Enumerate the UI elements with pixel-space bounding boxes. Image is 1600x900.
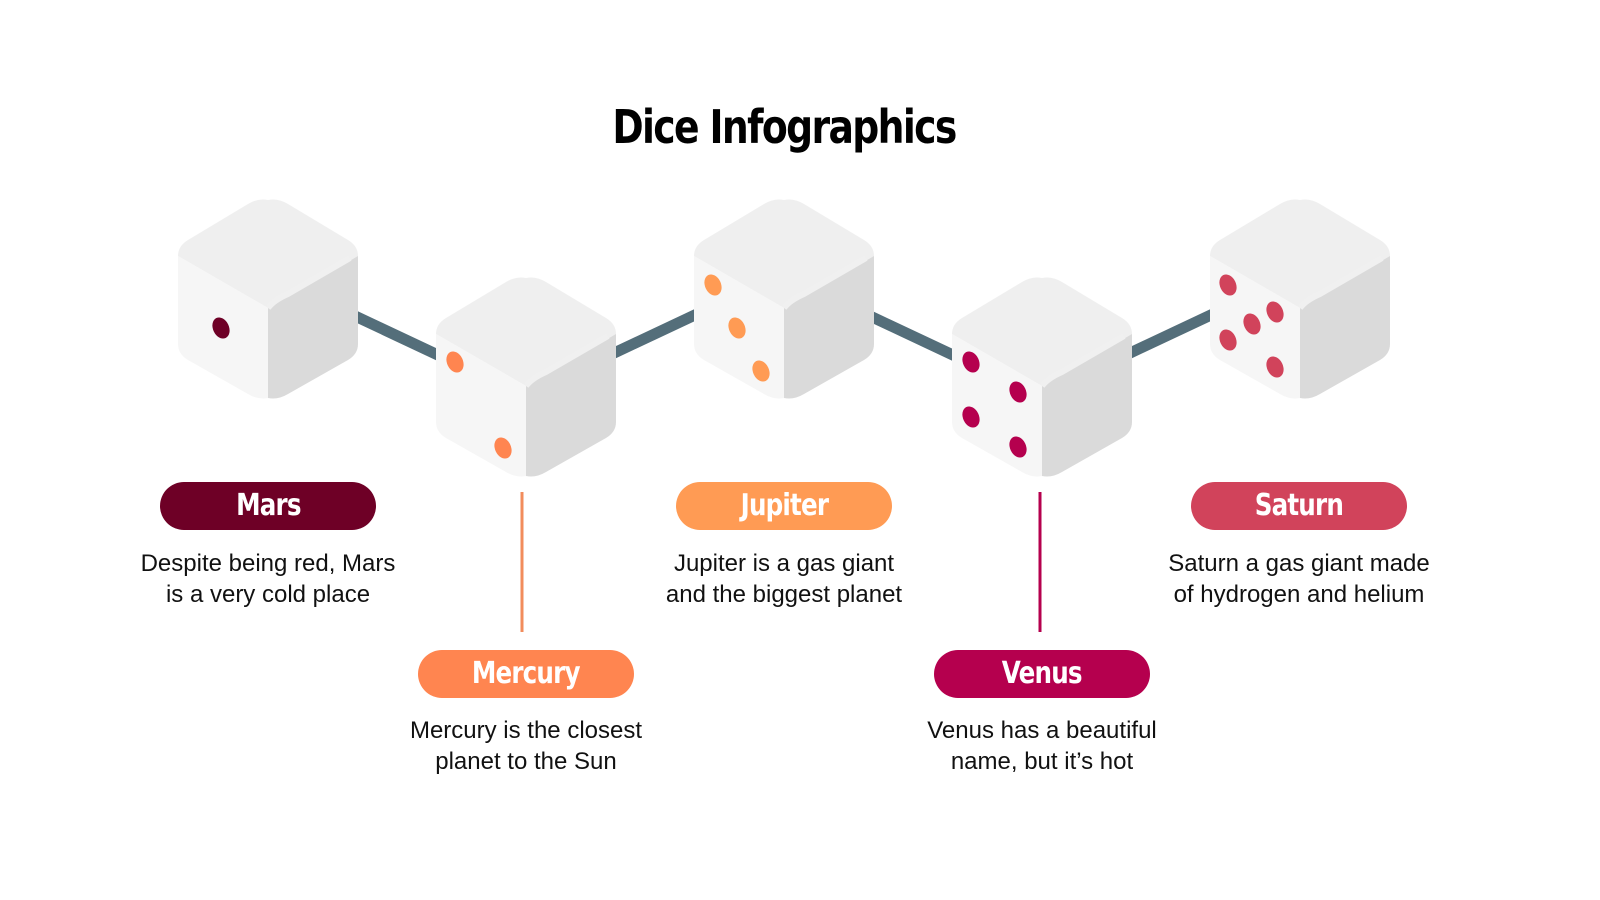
label-pill-jupiter: Jupiter bbox=[676, 482, 892, 530]
connector-venus-saturn bbox=[1125, 309, 1216, 359]
connector-lines bbox=[352, 309, 1216, 361]
label-pill-venus: Venus bbox=[934, 650, 1150, 698]
die-mars bbox=[178, 200, 358, 399]
connector-mars-mercury bbox=[352, 311, 443, 361]
label-pill-mercury: Mercury bbox=[418, 650, 634, 698]
connector-mercury-jupiter bbox=[609, 309, 700, 359]
label-pill-mars: Mars bbox=[160, 482, 376, 530]
description-venus: Venus has a beautiful name, but it’s hot bbox=[927, 717, 1157, 775]
die-venus bbox=[952, 278, 1132, 477]
description-jupiter: Jupiter is a gas giant and the biggest p… bbox=[665, 550, 903, 608]
die-mercury bbox=[436, 278, 616, 477]
die-jupiter bbox=[694, 200, 874, 399]
description-saturn: Saturn a gas giant made of hydrogen and … bbox=[1168, 550, 1430, 608]
description-mercury: Mercury is the closest planet to the Sun bbox=[409, 717, 643, 775]
pip bbox=[212, 317, 230, 339]
label-pill-saturn: Saturn bbox=[1191, 482, 1407, 530]
description-mars: Despite being red, Mars is a very cold p… bbox=[140, 550, 396, 608]
connector-jupiter-venus bbox=[867, 311, 958, 361]
page-title: Dice Infographics bbox=[612, 100, 957, 154]
die-saturn bbox=[1210, 200, 1390, 399]
